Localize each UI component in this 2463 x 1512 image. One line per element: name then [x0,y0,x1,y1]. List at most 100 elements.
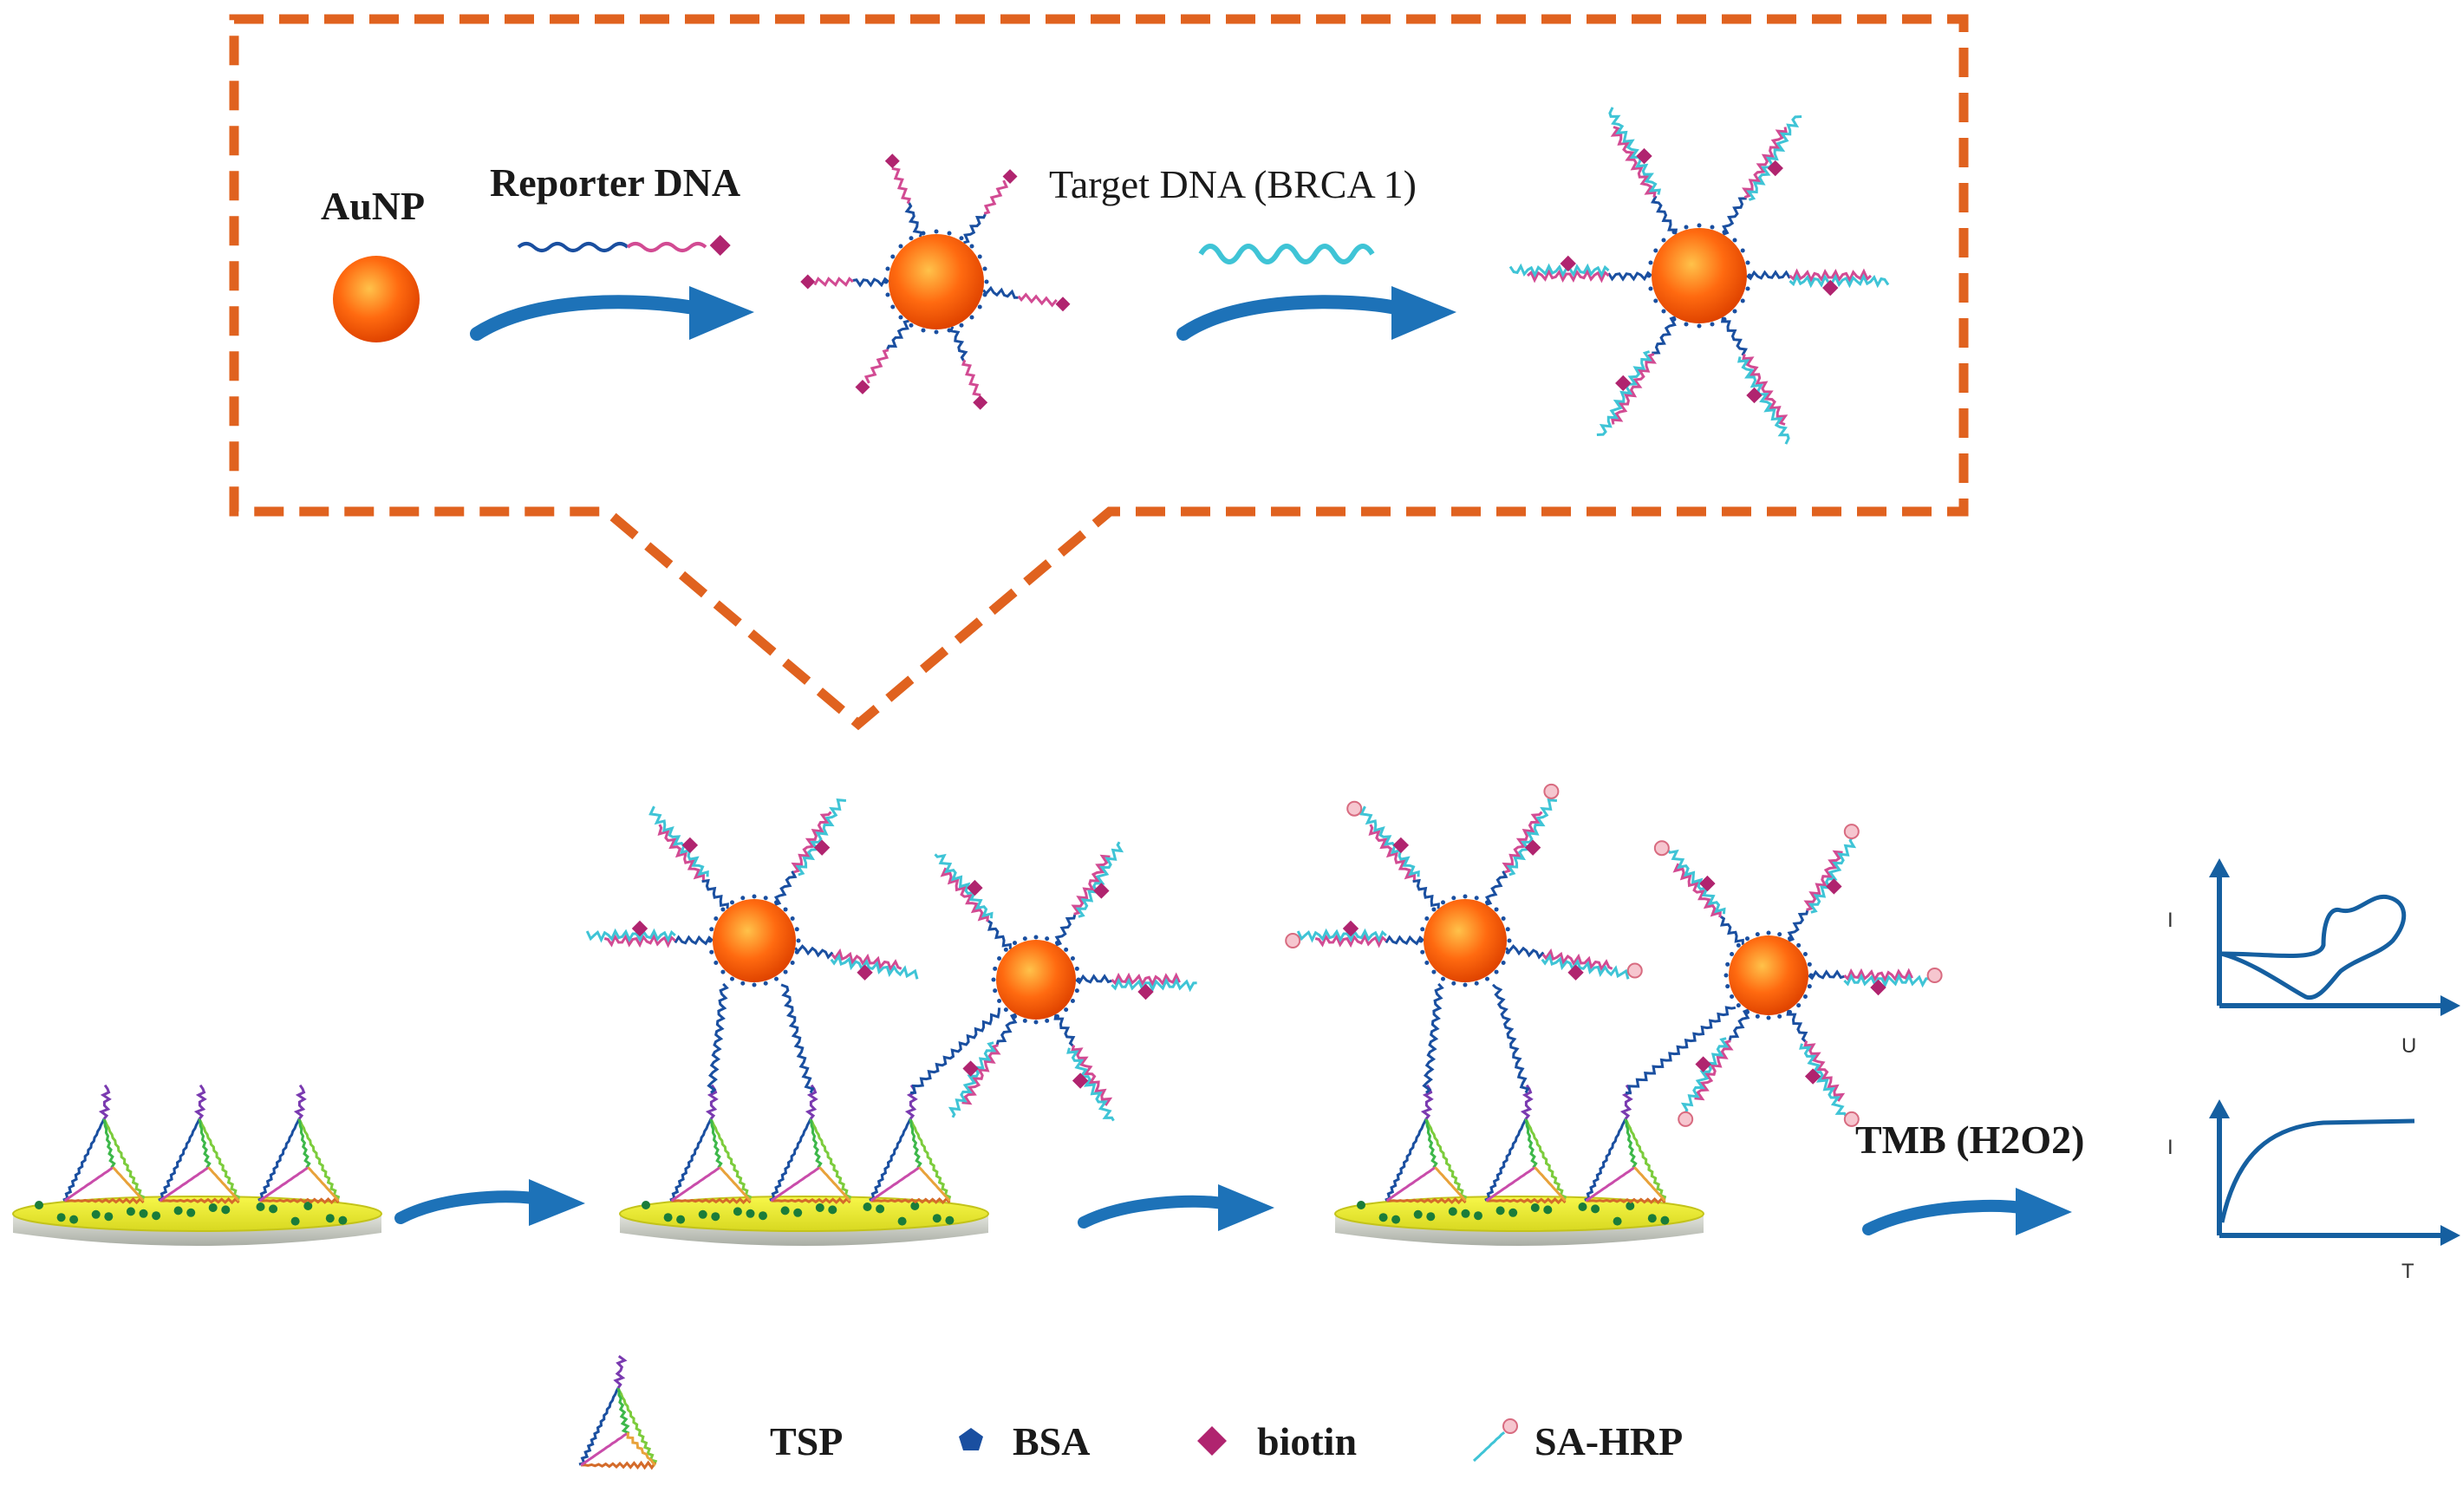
bsa-icon [698,1209,707,1219]
biotin-icon [800,274,816,290]
tsp-probe [669,1084,753,1205]
it-plot-x-label: T [2401,1260,2414,1283]
bsa-icon [152,1211,161,1221]
reporter-functionalized-aunp [800,153,1071,410]
bsa-icon [1448,1207,1457,1216]
biotin-icon [962,1060,979,1077]
captured-aunp [934,841,1197,1122]
bsa-icon [1474,1211,1482,1221]
sa-hrp-icon [1502,1418,1518,1434]
biotin-icon [1804,1068,1821,1085]
sa-hrp-icon [1346,800,1363,817]
biotin-icon [1870,979,1886,996]
biotin-icon [1524,839,1541,856]
bsa-icon [1495,1206,1505,1215]
bsa-icon [1660,1215,1670,1225]
tsp-probe [1385,1084,1468,1205]
legend-biotin-icon [1197,1426,1227,1456]
bsa-icon [303,1202,313,1210]
bsa-icon [56,1213,66,1222]
bsa-icon [338,1215,348,1225]
bsa-icon [1391,1215,1401,1224]
biotin-icon [1699,875,1716,892]
legend-sa-hrp-icon [1472,1418,1518,1463]
gold-nanoparticle-icon [996,940,1076,1020]
biotin-icon [884,153,900,169]
biotin-icon [1567,964,1584,981]
cv-plot-y-label: I [2167,909,2173,932]
bsa-icon [1591,1204,1600,1214]
bsa-icon [793,1208,803,1217]
auNP-label: AuNP [321,184,426,228]
bsa-icon [1461,1209,1470,1218]
bsa-icon [711,1212,720,1222]
bsa-icon [186,1208,196,1217]
reporter-dna-label: Reporter DNA [490,160,741,205]
bsa-icon [945,1215,955,1225]
arrow-step-4 [1078,1184,1274,1231]
sa-hrp-icon [1626,962,1643,979]
callout-frame [229,14,1969,731]
biotin-icon [1615,375,1632,392]
bsa-icon [69,1215,79,1224]
biotin-icon [857,964,873,981]
legend-sa-hrp-label: SA-HRP [1534,1419,1684,1463]
bsa-icon [173,1206,183,1215]
bsa-icon [910,1202,920,1210]
biotin-icon [1055,297,1071,312]
biotin-icon [1093,883,1110,899]
bsa-icon [733,1207,742,1216]
legend-tsp-label: TSP [770,1419,844,1463]
legend-biotin-label: biotin [1257,1419,1358,1463]
sa-hrp-icon [1926,968,1943,983]
biotin-icon [1392,837,1410,854]
gold-nanoparticle-icon [713,899,796,982]
electrode-sa-hrp-bound [1334,1196,1704,1246]
legend-bsa-icon [959,1428,983,1450]
gold-nanoparticle-icon [889,234,984,329]
arrow-step-5 [1862,1188,2072,1235]
bsa-icon [1357,1201,1365,1209]
biotin-icon [631,920,648,937]
tmb-label: TMB (H2O2) [1855,1118,2085,1162]
biotin-icon [1137,983,1154,1000]
bsa-icon [1543,1205,1553,1215]
bsa-icon [290,1216,300,1226]
bsa-icon [1647,1214,1657,1223]
bsa-icon [1626,1202,1635,1210]
bsa-icon [815,1203,824,1212]
biotin-icon [973,394,988,410]
tsp-probe [869,1084,952,1205]
biotin-icon [813,839,831,856]
bsa-icon [932,1214,942,1223]
sa-hrp-icon [1678,1111,1694,1127]
gold-nanoparticle-icon [1424,899,1507,982]
gold-nanoparticle-icon [1652,228,1747,323]
cv-curve [2220,894,2407,1000]
tsp-probe [1584,1084,1667,1205]
tsp-probe [769,1084,852,1205]
bsa-icon [208,1203,218,1212]
bsa-icon [642,1201,650,1209]
bsa-icon [780,1206,790,1215]
bsa-icon [1426,1212,1436,1222]
it-plot [2209,1099,2460,1246]
legend-tsp-icon [578,1354,658,1470]
biotin-icon [1822,279,1839,297]
biotin-icon [1695,1056,1711,1072]
cv-plot [2209,858,2460,1016]
bsa-icon [1530,1203,1540,1212]
biotin-icon [855,379,870,394]
bsa-icon [256,1202,265,1211]
bsa-icon [104,1212,114,1222]
hrp-labelled-aunp [1653,824,1943,1127]
electrode-aunp-captured [619,1196,989,1246]
sa-hrp-icon [1843,824,1860,840]
target-hybridized-aunp [1508,107,1890,445]
arrow-step-2 [1176,286,1456,341]
bsa-icon [863,1202,872,1211]
target-dna-label: Target DNA (BRCA 1) [1049,162,1417,206]
bsa-icon [139,1209,148,1218]
bsa-icon [828,1205,837,1215]
